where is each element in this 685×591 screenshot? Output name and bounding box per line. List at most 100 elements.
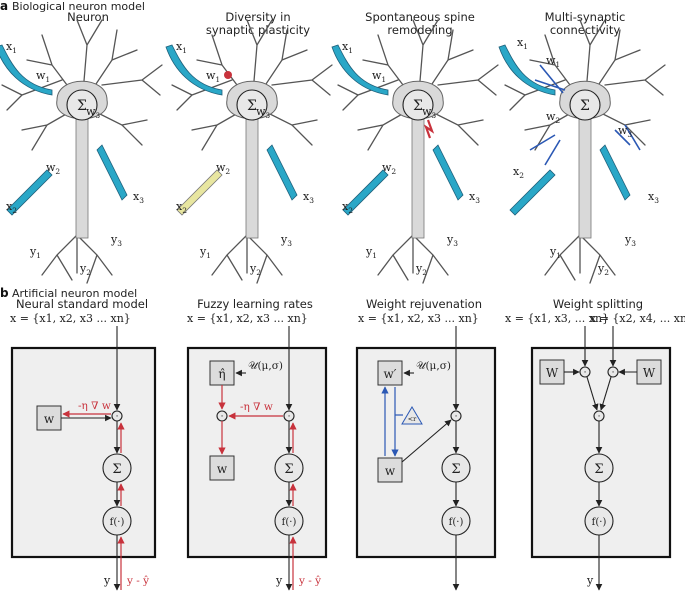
panel-b1-title: Neural standard model xyxy=(16,297,148,311)
svg-text:x2: x2 xyxy=(513,165,524,180)
svg-text:f(·): f(·) xyxy=(282,517,297,528)
svg-text:w′: w′ xyxy=(384,367,397,381)
svg-text:Σ: Σ xyxy=(594,462,603,477)
svg-text:w: w xyxy=(385,464,396,478)
svg-text:x1: x1 xyxy=(6,40,17,55)
svg-text:x2: x2 xyxy=(6,200,17,215)
svg-text:η̂: η̂ xyxy=(218,367,225,381)
svg-text:x3: x3 xyxy=(133,190,144,205)
panel-a4-title-line2: connectivity xyxy=(550,23,621,37)
svg-text:Σ: Σ xyxy=(77,98,87,114)
neuron-illustration-2: Σ xyxy=(165,19,333,284)
panel-a2-title-line1: Diversity in xyxy=(225,10,290,24)
panel-b3: w′ 𝒰(μ,σ) <r w · Σ f(·) xyxy=(355,326,497,591)
panel-a3-title-line1: Spontaneous spine xyxy=(365,10,475,24)
svg-text:y2: y2 xyxy=(415,262,427,277)
eta-hat-box xyxy=(209,360,235,386)
svg-text:x3: x3 xyxy=(469,190,480,205)
panel-a4-title-line1: Multi-synaptic xyxy=(545,10,626,24)
svg-text:y1: y1 xyxy=(199,245,211,260)
svg-text:Σ: Σ xyxy=(247,98,257,114)
svg-text:w3: w3 xyxy=(618,124,632,139)
neuron-illustration-1: Σ xyxy=(0,19,163,284)
weight-box-2 xyxy=(209,455,235,481)
panel-b2-frame xyxy=(186,346,328,559)
panel-b4-input-left: x = {x1, x3, ... xn} xyxy=(505,312,609,325)
svg-text:w1: w1 xyxy=(36,69,50,84)
svg-text:w2: w2 xyxy=(546,110,560,125)
svg-text:x1: x1 xyxy=(517,36,528,51)
svg-text:Σ: Σ xyxy=(413,98,423,114)
svg-text:Σ: Σ xyxy=(580,98,590,114)
svg-text:·: · xyxy=(288,412,291,422)
svg-text:y: y xyxy=(275,574,283,587)
svg-text:x1: x1 xyxy=(176,40,187,55)
noise-label: 𝒰(μ,σ) xyxy=(248,360,283,372)
svg-text:·: · xyxy=(598,412,601,422)
svg-text:·: · xyxy=(221,412,224,422)
svg-text:x3: x3 xyxy=(303,190,314,205)
panel-b4-title: Weight splitting xyxy=(553,297,643,311)
svg-text:w2: w2 xyxy=(382,161,396,176)
svg-text:y1: y1 xyxy=(29,245,41,260)
svg-text:y1: y1 xyxy=(549,245,561,260)
section-a-title: Biological neuron model xyxy=(12,0,145,13)
svg-text:w2: w2 xyxy=(46,161,60,176)
svg-text:Σ: Σ xyxy=(451,462,460,477)
panel-b2-title: Fuzzy learning rates xyxy=(197,297,313,311)
svg-text:w1: w1 xyxy=(372,69,386,84)
svg-text:w1: w1 xyxy=(206,69,220,84)
svg-text:x2: x2 xyxy=(342,200,353,215)
neuron-illustration-3: Σ xyxy=(331,19,499,284)
svg-text:y2: y2 xyxy=(249,262,261,277)
panel-b4: W W · · · Σ f(·) y xyxy=(530,326,672,591)
svg-text:f(·): f(·) xyxy=(592,517,607,528)
svg-text:w: w xyxy=(44,412,55,426)
svg-text:x2: x2 xyxy=(176,200,187,215)
svg-text:Σ: Σ xyxy=(112,462,121,477)
svg-text:y1: y1 xyxy=(365,245,377,260)
error-label: y - ŷ xyxy=(126,574,149,587)
panel-a3-title-line2: remodeling xyxy=(387,23,452,37)
panel-b1: w -η ∇ w · Σ f(·) y y - ŷ xyxy=(10,326,157,591)
panel-b1-frame xyxy=(10,346,157,559)
panel-b1-input: x = {x1, x2, x3 ... xn} xyxy=(10,312,131,325)
soma-sum-node xyxy=(66,89,98,121)
panel-b2-input: x = {x1, x2, x3 ... xn} xyxy=(187,312,308,325)
svg-text:y3: y3 xyxy=(624,233,636,248)
svg-text:y: y xyxy=(586,574,594,587)
threshold-label: <r xyxy=(408,415,417,423)
svg-text:W: W xyxy=(546,366,559,380)
svg-text:Σ: Σ xyxy=(284,462,293,477)
section-a-letter: a xyxy=(0,0,8,13)
weight-prime-box xyxy=(377,360,403,386)
svg-text:·: · xyxy=(612,368,615,378)
svg-text:y3: y3 xyxy=(446,233,458,248)
svg-text:x3: x3 xyxy=(648,190,659,205)
panel-b3-input: x = {x1, x2, x3 ... xn} xyxy=(358,312,479,325)
gradient-label: -η ∇ w xyxy=(78,400,111,412)
section-b-letter: b xyxy=(0,286,9,300)
svg-text:w2: w2 xyxy=(216,161,230,176)
svg-text:w1: w1 xyxy=(546,54,560,69)
svg-text:x1: x1 xyxy=(342,40,353,55)
svg-text:·: · xyxy=(584,368,587,378)
neuron-labels: x1 x2 x3 y1 y2 y3 w1 w2 w3 x1 x2 x3 y1 y… xyxy=(6,36,659,277)
output-label: y xyxy=(103,574,111,587)
gradient-label-2: -η ∇ w xyxy=(240,401,273,413)
panel-b3-title: Weight rejuvenation xyxy=(366,297,482,311)
svg-text:W: W xyxy=(643,366,656,380)
weight-box xyxy=(36,405,62,431)
weight-box-3 xyxy=(377,457,403,483)
split-weight-box-left xyxy=(539,359,565,385)
panel-a2-title-line2: synaptic plasticity xyxy=(206,23,310,37)
svg-text:y3: y3 xyxy=(110,233,122,248)
svg-text:y3: y3 xyxy=(280,233,292,248)
svg-text:f(·): f(·) xyxy=(110,517,125,528)
neuron-illustration-4: Σ xyxy=(498,19,666,284)
svg-text:·: · xyxy=(116,412,119,422)
panel-a1-title: Neuron xyxy=(67,10,109,24)
svg-text:𝒰(μ,σ): 𝒰(μ,σ) xyxy=(416,360,451,372)
svg-text:w: w xyxy=(217,462,228,476)
